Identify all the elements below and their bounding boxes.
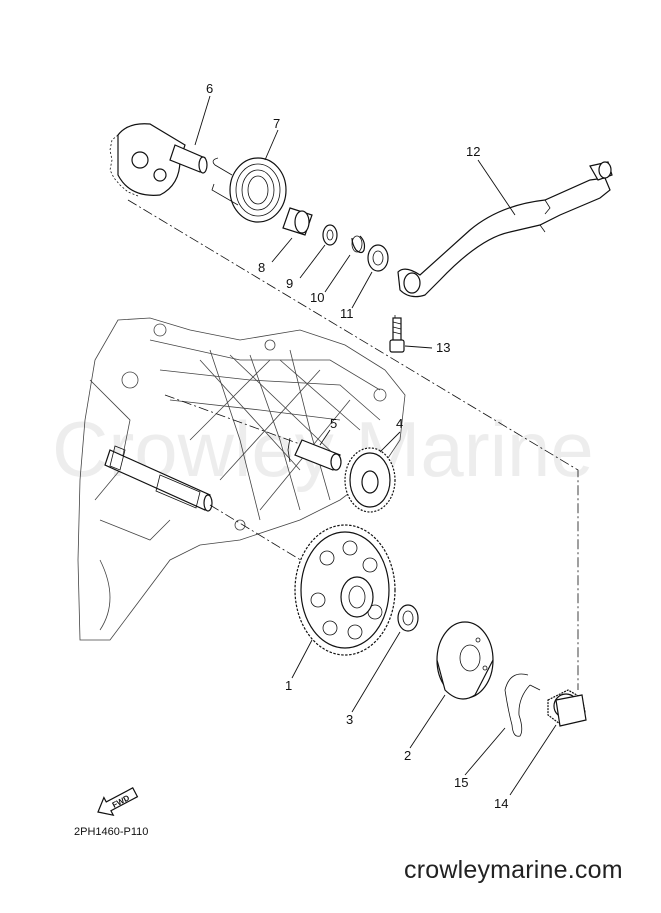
callout-2: 2	[404, 748, 411, 763]
part-3-washer	[397, 604, 419, 632]
callout-13: 13	[436, 340, 450, 355]
output-shaft	[104, 445, 213, 512]
callout-14: 14	[494, 796, 508, 811]
part-9-washer	[322, 224, 338, 246]
drawing-code: 2PH1460-P110	[74, 826, 148, 838]
callout-3: 3	[346, 712, 353, 727]
callout-10: 10	[310, 290, 324, 305]
site-url: crowleymarine.com	[404, 856, 623, 884]
part-8-spacer	[282, 207, 313, 236]
callout-12: 12	[466, 144, 480, 159]
callout-8: 8	[258, 260, 265, 275]
part-11-oil-seal	[367, 244, 389, 272]
crankcase-housing	[77, 317, 406, 641]
callout-11: 11	[340, 306, 354, 321]
part-2-ratchet	[436, 621, 494, 700]
part-4-idle-gear	[344, 447, 396, 513]
callout-9: 9	[286, 276, 293, 291]
fwd-arrow-icon: FWD	[97, 787, 139, 817]
part-10-circlip	[351, 235, 366, 254]
leader-lines	[194, 95, 557, 796]
part-6-kick-axle	[109, 123, 208, 197]
part-5-pin	[287, 437, 342, 471]
part-7-spring	[211, 157, 287, 223]
callout-1: 1	[285, 678, 292, 693]
part-15-clip	[504, 673, 541, 737]
callout-6: 6	[206, 81, 213, 96]
callout-7: 7	[273, 116, 280, 131]
callout-5: 5	[330, 416, 337, 431]
part-12-kick-lever	[397, 161, 613, 298]
part-14-pinion-gear	[547, 689, 587, 727]
part-13-bolt	[389, 317, 405, 353]
callout-15: 15	[454, 775, 468, 790]
callout-4: 4	[396, 416, 403, 431]
callout-labels: 6 7 8 9 10 11 12 13 5 4 1 3 2 15 14	[206, 81, 508, 811]
part-1-kick-gear	[294, 524, 396, 656]
